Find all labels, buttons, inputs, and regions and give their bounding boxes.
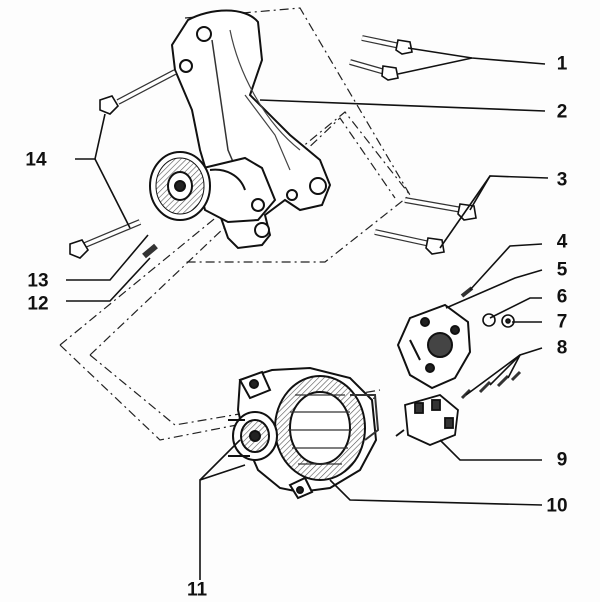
callout-9: 9 (556, 449, 568, 471)
callout-3: 3 (556, 169, 568, 191)
voltage-regulator (395, 394, 459, 446)
callout-6: 6 (556, 286, 568, 308)
rear-cover (396, 303, 472, 390)
callout-13: 13 (27, 270, 49, 292)
leader-lines (66, 47, 549, 580)
callout-10: 10 (546, 495, 568, 517)
cover-screws (460, 370, 522, 400)
callout-2: 2 (556, 101, 568, 123)
tensioner-long-bolts (69, 69, 177, 259)
callout-4: 4 (556, 231, 568, 253)
callout-14: 14 (25, 149, 47, 171)
bracket-side-bolts (374, 197, 477, 255)
small-fasteners (460, 286, 515, 328)
callout-8: 8 (556, 337, 568, 359)
callout-12: 12 (27, 293, 49, 315)
alternator (228, 366, 380, 500)
callout-1: 1 (556, 53, 568, 75)
callout-5: 5 (556, 259, 568, 281)
bleed-through-text (300, 55, 303, 66)
belt-tensioner (149, 151, 277, 224)
mounting-bracket (170, 9, 332, 250)
callout-7: 7 (556, 311, 568, 333)
callout-11: 11 (186, 579, 208, 601)
bracket-assembly-outline (59, 7, 411, 346)
bracket-upper-bolts (349, 35, 413, 81)
tensioner-stud (142, 243, 158, 259)
